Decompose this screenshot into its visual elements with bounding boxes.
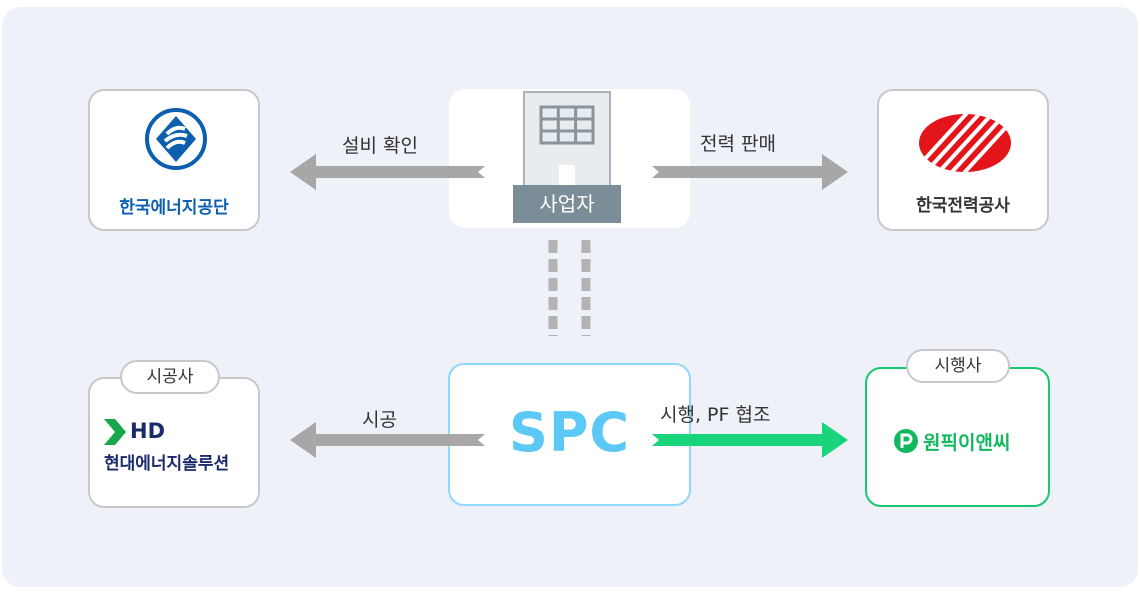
operator-spc-connector	[548, 240, 591, 336]
developer-tag: 시행사	[906, 349, 1010, 383]
contractor-name: 현대에너지솔루션	[104, 454, 230, 474]
building-icon	[523, 91, 611, 190]
spc-card: SPC	[448, 363, 691, 506]
developer-card: 원픽이앤씨	[865, 367, 1050, 507]
contractor-tag: 시공사	[120, 360, 220, 394]
label-to-developer: 시행, PF 협조	[660, 404, 771, 426]
chevron-icon	[104, 419, 126, 445]
contractor-card: HD 현대에너지솔루션	[88, 377, 260, 508]
spc-name: SPC	[508, 401, 631, 464]
striped-circle-emblem-icon	[919, 114, 1011, 172]
arrow-to-developer	[652, 422, 848, 458]
label-to-kepco: 전력 판매	[700, 133, 776, 155]
energy-agency-card: 한국에너지공단	[88, 89, 260, 231]
arrow-to-agency	[290, 154, 485, 190]
diamond-emblem-icon	[145, 108, 207, 170]
developer-name: 원픽이앤씨	[923, 432, 1011, 454]
operator-name: 사업자	[513, 185, 621, 223]
energy-agency-name: 한국에너지공단	[119, 198, 229, 218]
label-to-agency: 설비 확인	[342, 135, 418, 157]
kepco-card: 한국전력공사	[877, 89, 1049, 231]
label-to-contractor: 시공	[362, 409, 397, 431]
arrow-to-kepco	[652, 154, 848, 190]
p-circle-icon	[894, 429, 918, 453]
arrow-to-contractor	[290, 422, 485, 458]
hd-logo-mark: HD	[130, 419, 166, 443]
operator-card: 사업자	[449, 89, 690, 228]
kepco-name: 한국전력공사	[916, 196, 1010, 216]
